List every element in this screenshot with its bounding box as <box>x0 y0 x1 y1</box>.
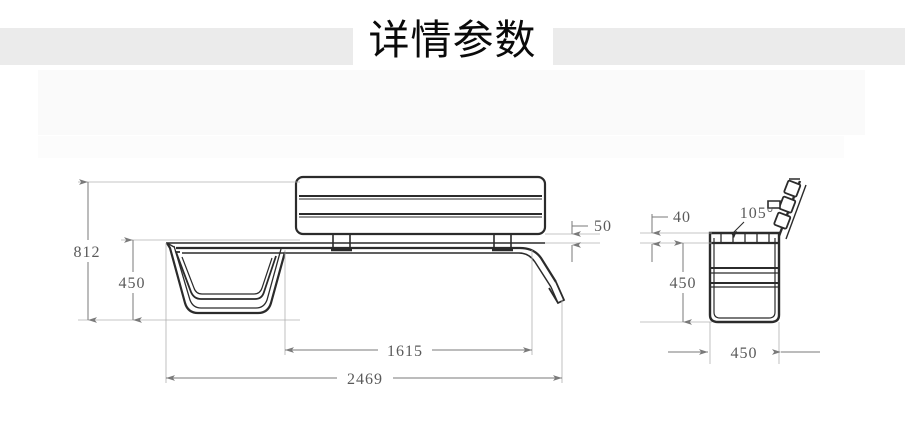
dimension-label-seat-height-front: 450 <box>119 275 146 292</box>
side-backrest <box>767 178 807 240</box>
dimension-label-seat-span: 1615 <box>387 343 423 360</box>
backrest-panel <box>294 175 547 236</box>
left-leg-armrest <box>166 242 287 315</box>
side-seat-body <box>708 231 781 324</box>
dimension-depth: 450 <box>668 345 820 362</box>
dimension-label-seat-height-side: 450 <box>670 275 697 292</box>
dimension-overall-length: 2469 <box>166 367 562 389</box>
bench-side-elevation: 40 105° 450 450 <box>640 178 820 364</box>
background-panel-upper <box>38 70 865 135</box>
dimension-seat-height-side: 450 <box>661 240 705 325</box>
dimension-label-back-angle: 105° <box>740 205 774 222</box>
bench-front-elevation: 812 450 50 1615 <box>66 175 612 389</box>
dimension-label-overall-length: 2469 <box>347 371 383 388</box>
dimension-label-depth: 450 <box>731 345 758 362</box>
backrest-support-posts <box>332 234 512 248</box>
angle-leader <box>731 221 745 238</box>
title-band-gap <box>353 28 553 65</box>
background-panel-lower <box>38 136 844 158</box>
dimension-seat-thickness: 50 <box>571 218 612 262</box>
right-leg <box>548 281 566 305</box>
dimension-backrest-offset: 40 <box>651 209 691 262</box>
dimension-label-backrest-offset: 40 <box>673 209 691 226</box>
dimension-seat-height-front: 450 <box>110 237 154 323</box>
dimension-label-overall-height: 812 <box>74 244 101 261</box>
page-title: 详情参数 <box>368 16 537 64</box>
dimension-overall-height: 812 <box>66 179 108 323</box>
dimension-back-angle: 105° <box>740 205 774 222</box>
dimension-label-seat-thickness: 50 <box>594 218 612 235</box>
seat-top-rail <box>166 242 557 288</box>
dimension-seat-span: 1615 <box>285 339 532 361</box>
